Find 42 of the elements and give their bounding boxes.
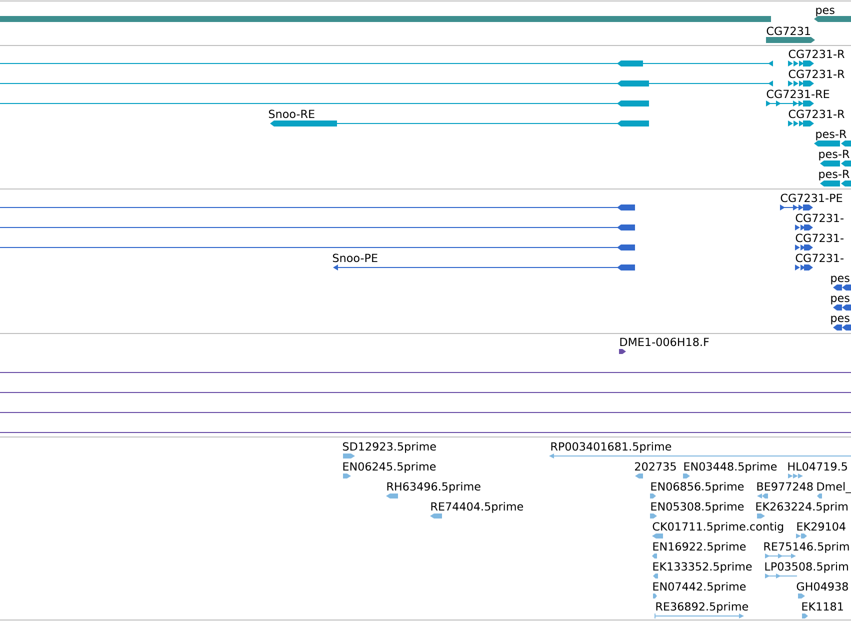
gene-label: EK29104 <box>797 522 846 531</box>
gene-label: HL04719.5 <box>788 462 847 471</box>
gene-label: SD12923.5prime <box>342 442 436 453</box>
gene-label: RE36892.5prime <box>656 602 748 613</box>
gene-label: RH63496.5prime <box>387 482 480 493</box>
gene-label: EN05308.5prime <box>651 502 744 513</box>
gene-label: pes <box>831 276 850 284</box>
gene-label: BE977248 <box>757 482 813 491</box>
gene-label: EK133352.5prime <box>653 562 752 573</box>
gene-label: pes <box>831 296 850 304</box>
gene-label: pes-R <box>816 130 846 140</box>
gene-label: RP003401681.5prime <box>551 442 672 453</box>
gene-label: CG7231- <box>796 214 844 222</box>
gene-label: GH04938 <box>796 582 848 591</box>
gene-label: DME1-006H18.F <box>620 338 709 346</box>
gene-label: Dmel_ <box>817 482 851 494</box>
gene-label: RE75146.5prim <box>764 542 849 553</box>
gene-label: CG7231-RE <box>766 90 830 98</box>
gene-label: CK01711.5prime.contig <box>652 522 784 533</box>
gene-label: CG7231-R <box>788 110 844 118</box>
gene-label: pes-R <box>819 150 850 160</box>
gene-label: RE74404.5prime <box>431 502 524 513</box>
gene-label: EN07442.5prime <box>653 582 746 593</box>
gene-label: EK1181 <box>802 602 843 611</box>
gene-label: CG7231- <box>796 234 844 242</box>
gene-label: 202735 <box>635 462 676 471</box>
gene-label: LP03508.5prim <box>765 562 848 573</box>
gene-label: CG7231-PE <box>780 194 842 202</box>
gene-label: Snoo-RE <box>268 110 314 118</box>
gene-label: EN03448.5prime <box>684 462 777 473</box>
gene-label: pes-R <box>819 170 850 180</box>
gene-label: pes <box>831 316 850 324</box>
gene-label: CG7231- <box>796 254 844 262</box>
gene-label: CG7231 <box>766 26 810 36</box>
gene-label: pes <box>816 8 834 16</box>
gene-label: CG7231-R <box>788 50 844 58</box>
gene-label: Snoo-PE <box>332 254 378 262</box>
gene-label: EN16922.5prime <box>653 542 746 553</box>
gene-label: CG7231-R <box>788 70 844 78</box>
gene-label: EN06856.5prime <box>651 482 744 493</box>
gene-label: EN06245.5prime <box>343 462 436 473</box>
gene-label: EK263224.5prim <box>756 502 848 513</box>
